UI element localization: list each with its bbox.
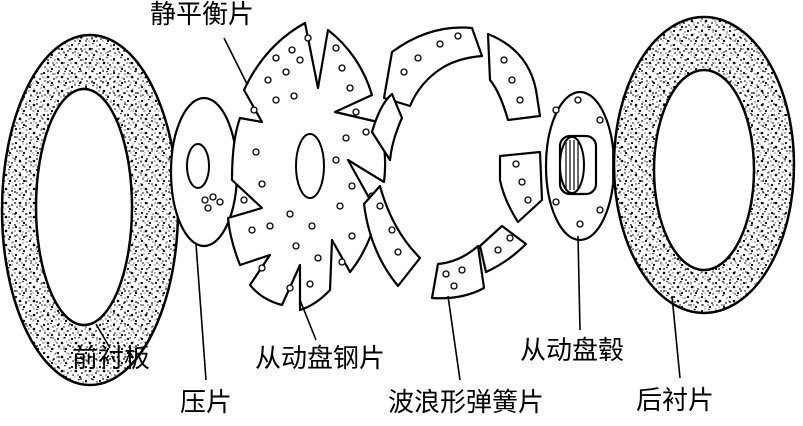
driven-disc-steel-label: 从动盘钢片: [255, 344, 386, 374]
pressure-plate-label: 压片: [180, 388, 233, 418]
static-balance-plate-pointer: [223, 37, 249, 87]
driven-disc-hub: [544, 90, 632, 242]
static-balance-plate-label: 静平衡片: [150, 0, 255, 30]
pressure-plate: [169, 96, 239, 248]
leader-lines: [95, 235, 681, 381]
front-lining: [0, 33, 180, 387]
rear-lining: [612, 15, 796, 315]
wave-spring-label: 波浪形弹簧片: [388, 388, 545, 418]
front-lining-pointer: [95, 323, 111, 349]
wave-spring-pointer: [447, 295, 461, 381]
driven-disc-hub-label: 从动盘毂: [520, 336, 625, 366]
front-lining-label: 前衬板: [72, 344, 151, 374]
driven-disc-hub-pointer: [577, 235, 581, 331]
driven-disc-steel-plate: [226, 21, 387, 312]
driven-disc-steel-pointer: [299, 299, 317, 341]
rear-lining-label: 后衬片: [636, 386, 715, 416]
pressure-plate-pointer: [195, 243, 207, 381]
wave-spring-segments: [362, 26, 544, 300]
rear-lining-pointer: [671, 295, 681, 379]
